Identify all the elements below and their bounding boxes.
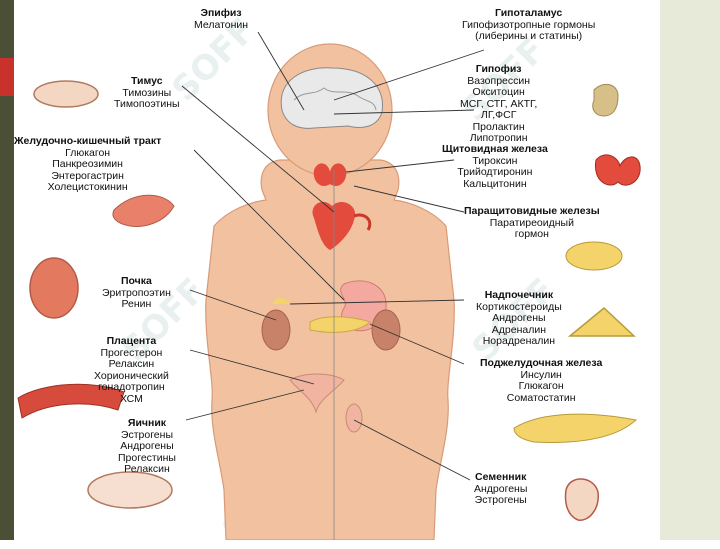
parathyroid-title: Паращитовидные железы	[464, 205, 600, 217]
hormone-text: Андрогены	[120, 440, 174, 452]
pancreas-label: Поджелудочная железа Инсулин Глюкагон Со…	[480, 357, 603, 404]
parathyroid-label: Паращитовидные железы Паратиреоидный гор…	[464, 205, 600, 241]
testis-title: Семенник	[475, 471, 527, 483]
endocrine-diagram: SOFF SOFF SOFF SOFF SOFF	[14, 0, 660, 549]
kidney-left	[261, 309, 291, 351]
hormone-text: гормон	[514, 228, 549, 240]
hormone-text: Мелатонин	[194, 18, 249, 31]
left-dark-strip	[0, 0, 14, 540]
hormone-text: Соматостатин	[506, 391, 576, 404]
pituitary-label: Гипофиз Вазопрессин Окситоцин МСГ, СТГ, …	[460, 63, 538, 145]
hormone-text: Вазопрессин	[467, 74, 531, 87]
thymus-label: Тимус Тимозины Тимопоэтины	[114, 75, 180, 111]
hormone-text: Кальцитонин	[463, 177, 527, 190]
hormone-text: Эритропоэтин	[102, 286, 171, 299]
gi-tract-title: Желудочно-кишечный тракт	[14, 135, 162, 147]
adrenal-gland-left	[272, 298, 290, 304]
hormone-text: Андрогены	[492, 312, 546, 324]
placenta-title: Плацента	[106, 335, 157, 347]
ovary-label: Яичник Эстрогены Андрогены Прогестины Ре…	[118, 417, 176, 476]
hormone-text: Инсулин	[520, 368, 562, 381]
hormone-text: Паратиреоидный	[489, 216, 574, 229]
right-pale-strip	[660, 0, 720, 540]
hormone-text: Релаксин	[108, 358, 155, 370]
hormone-text: Тимопоэтины	[114, 98, 180, 110]
adrenal-image	[567, 307, 636, 337]
hormone-text: Липотропин	[469, 132, 528, 144]
testis	[345, 403, 363, 433]
placenta-label: Плацента Прогестерон Релаксин Хорионичес…	[94, 335, 169, 405]
thyroid-image	[594, 154, 641, 186]
hypothalamus-title: Гипоталамус	[495, 7, 563, 19]
hormone-text: гонадотропин	[98, 381, 165, 393]
epiphysis-title: Эпифиз	[200, 7, 242, 19]
adrenal-title: Надпочечник	[484, 289, 554, 301]
hormone-text: Глюкагон	[65, 146, 111, 159]
adrenal-label: Надпочечник Кортикостероиды Андрогены Ад…	[476, 289, 562, 348]
pituitary-image	[592, 83, 619, 117]
hormone-text: Адреналин	[491, 323, 547, 336]
epiphysis-label: Эпифиз Мелатонин	[194, 7, 249, 31]
hormone-text: Трийодтиронин	[457, 166, 533, 178]
leader-lines	[181, 31, 485, 481]
placenta-image	[17, 383, 125, 419]
hormone-text: Энтерогастрин	[51, 169, 124, 182]
gi-tract-label: Желудочно-кишечный тракт Глюкагон Панкре…	[14, 135, 162, 194]
hormone-text: Прогестины	[118, 451, 176, 464]
testis-image	[564, 478, 599, 521]
thyroid-gland	[313, 163, 347, 187]
hormone-text: (либерины и статины)	[475, 30, 583, 42]
kidney-title: Почка	[120, 275, 152, 287]
hormone-text: Хорионический	[94, 369, 169, 382]
hormone-text: Андрогены	[474, 482, 528, 495]
ovary-image	[87, 471, 173, 509]
hormone-text: Холецистокинин	[47, 181, 128, 193]
hypothalamus-label: Гипоталамус Гипофизотропные гормоны (либ…	[462, 7, 596, 43]
gi-tract-image	[112, 194, 175, 227]
hormone-text: Тироксин	[472, 154, 518, 167]
thyroid-label: Щитовидная железа Тироксин Трийодтиронин…	[442, 143, 548, 190]
hormone-text: Норадреналин	[482, 335, 556, 347]
hormone-text: Пролактин	[472, 120, 525, 133]
pancreas	[309, 316, 371, 333]
hormone-text: Тимозины	[122, 86, 172, 99]
hormone-text: Панкреозимин	[52, 158, 123, 170]
thymus-image	[33, 80, 99, 108]
hormone-text: Гипофизотропные гормоны	[462, 18, 596, 31]
red-slide-marker	[0, 58, 14, 96]
hormone-text: Прогестерон	[100, 346, 163, 359]
anatomy-illustration	[17, 31, 641, 540]
hormone-text: ЛГ,ФСГ	[480, 109, 517, 121]
body-silhouette	[205, 159, 455, 540]
hormone-text: Глюкагон	[518, 380, 564, 392]
hormone-text: Ренин	[121, 298, 152, 310]
hormone-text: Эстрогены	[120, 428, 173, 441]
hormone-text: Кортикостероиды	[476, 300, 562, 313]
hormone-text: МСГ, СТГ, АКТГ,	[460, 97, 538, 110]
thymus-title: Тимус	[131, 75, 163, 87]
hormone-text: ХСМ	[119, 392, 143, 405]
pancreas-image	[513, 413, 638, 443]
hormone-text: Релаксин	[124, 463, 170, 475]
testis-label: Семенник Андрогены Эстрогены	[474, 471, 528, 507]
pituitary-title: Гипофиз	[475, 63, 522, 75]
hormone-text: Эстрогены	[474, 494, 527, 506]
uterus	[289, 373, 345, 414]
kidney-label: Почка Эритропоэтин Ренин	[102, 275, 171, 311]
thyroid-title: Щитовидная железа	[442, 143, 548, 155]
pancreas-title: Поджелудочная железа	[480, 357, 603, 369]
kidney-right	[371, 309, 401, 351]
hormone-text: Окситоцин	[472, 86, 525, 98]
parathyroid-image	[565, 241, 623, 271]
kidney-image	[29, 257, 79, 319]
ovary-title: Яичник	[127, 417, 167, 429]
